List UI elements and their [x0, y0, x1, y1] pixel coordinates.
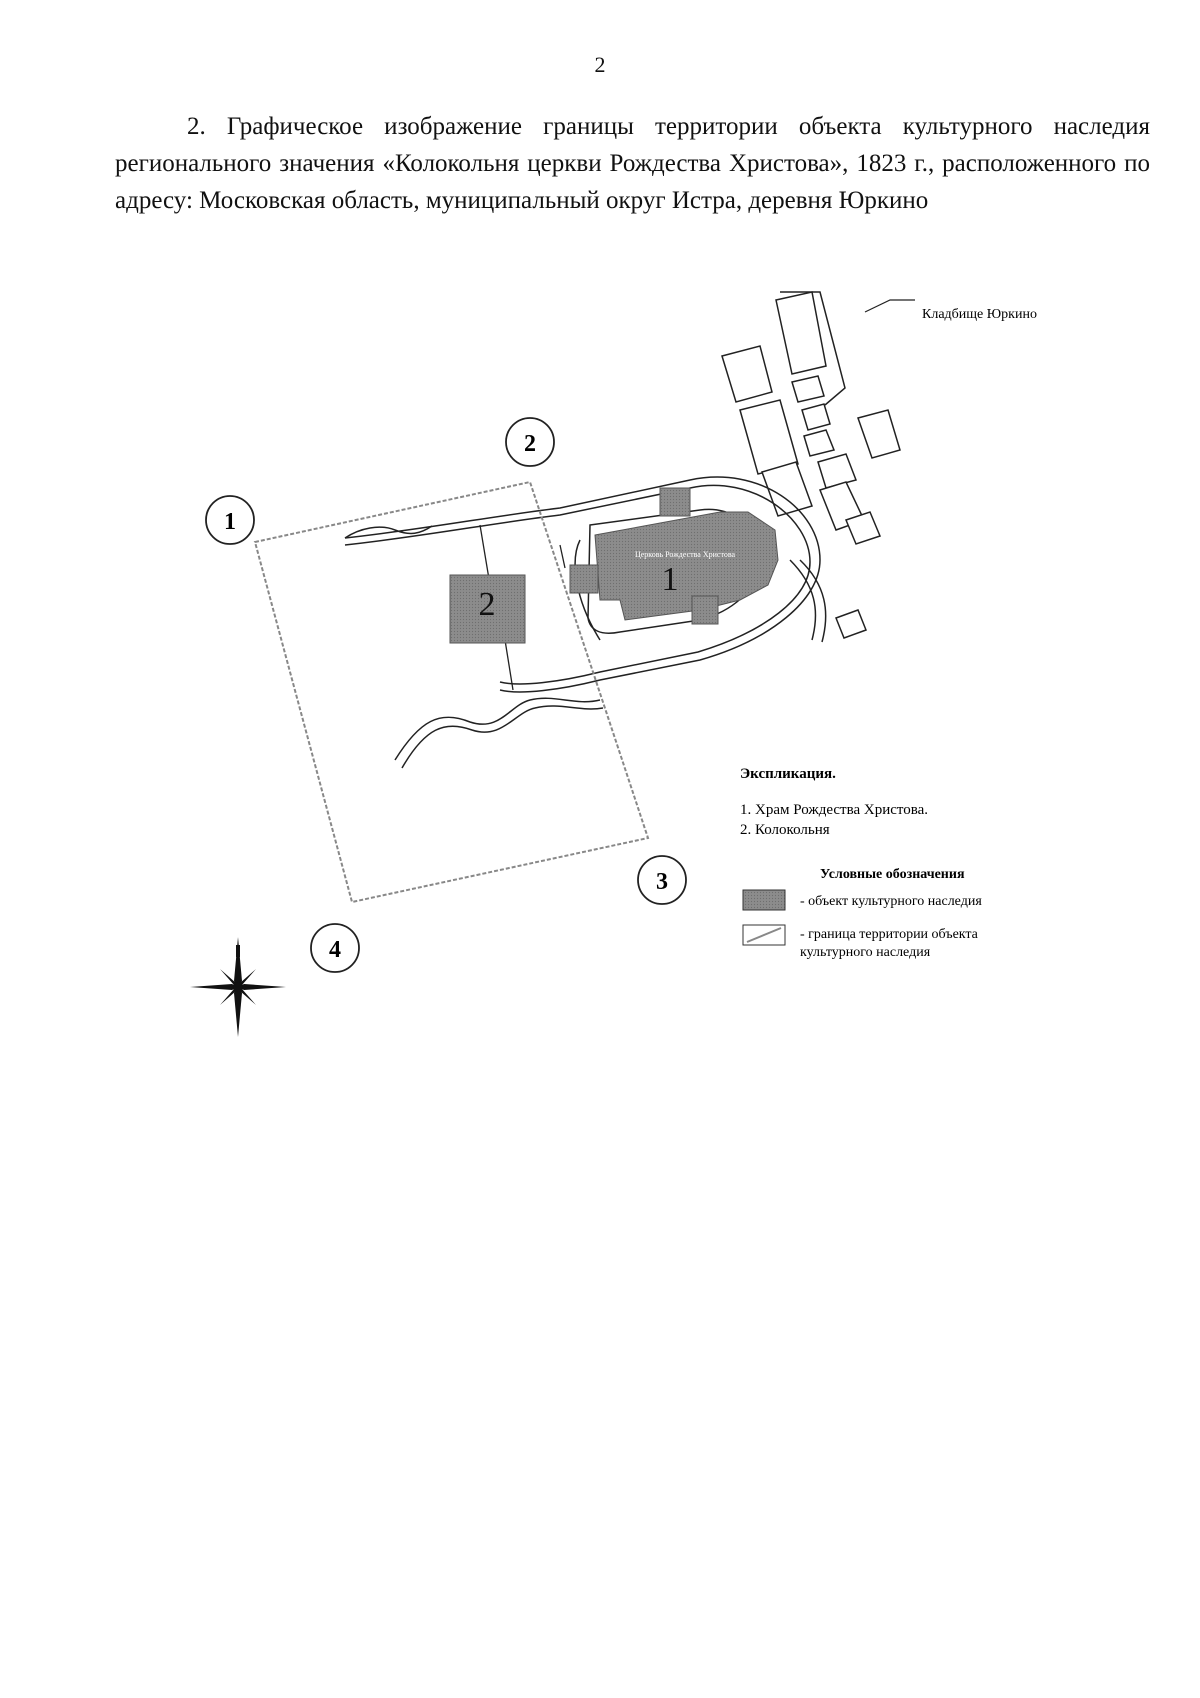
legend-object-swatch: [742, 889, 786, 911]
stream-south-2: [401, 705, 604, 769]
legend-object-text: - объект культурного наследия: [800, 894, 982, 909]
church-caption: Церковь Рождества Христова: [635, 550, 736, 559]
explication-item-2: 2. Колокольня: [740, 822, 830, 838]
protected-boundary: [253, 480, 650, 904]
bell-tower-object: [449, 574, 526, 644]
legend-boundary-line-icon: [746, 927, 782, 943]
church-number: 1: [662, 561, 679, 598]
legend-boundary-text-1: - граница территории объекта: [800, 927, 979, 942]
legend-title: Условные обозначения: [820, 867, 965, 882]
church-object: [569, 487, 779, 625]
compass-rose-icon: [190, 937, 286, 1037]
svg-text:4: 4: [329, 937, 341, 963]
page-number: 2: [594, 52, 606, 77]
boundary-point-4: 4: [310, 923, 360, 973]
heading-paragraph: 2. Графическое изображение границы терри…: [115, 113, 1150, 214]
svg-text:1: 1: [224, 509, 236, 535]
bell-tower-number: 2: [479, 586, 496, 623]
svg-text:2: 2: [524, 431, 536, 457]
cemetery-pointer: [864, 299, 915, 313]
boundary-point-1: 1: [205, 495, 255, 545]
explication-item-1: 1. Храм Рождества Христова.: [740, 802, 928, 818]
cemetery-label: Кладбище Юркино: [922, 307, 1037, 322]
boundary-point-2: 2: [505, 417, 555, 467]
cemetery-area: [780, 291, 846, 406]
legend-boundary-text-2: культурного наследия: [800, 945, 931, 960]
stream-south: [394, 697, 601, 761]
side-road: [789, 559, 827, 643]
explication-title: Экспликация.: [740, 766, 836, 782]
village-buildings: [721, 291, 901, 639]
boundary-point-3: 3: [637, 855, 687, 905]
svg-text:3: 3: [656, 869, 668, 895]
stream-north: [344, 525, 433, 539]
